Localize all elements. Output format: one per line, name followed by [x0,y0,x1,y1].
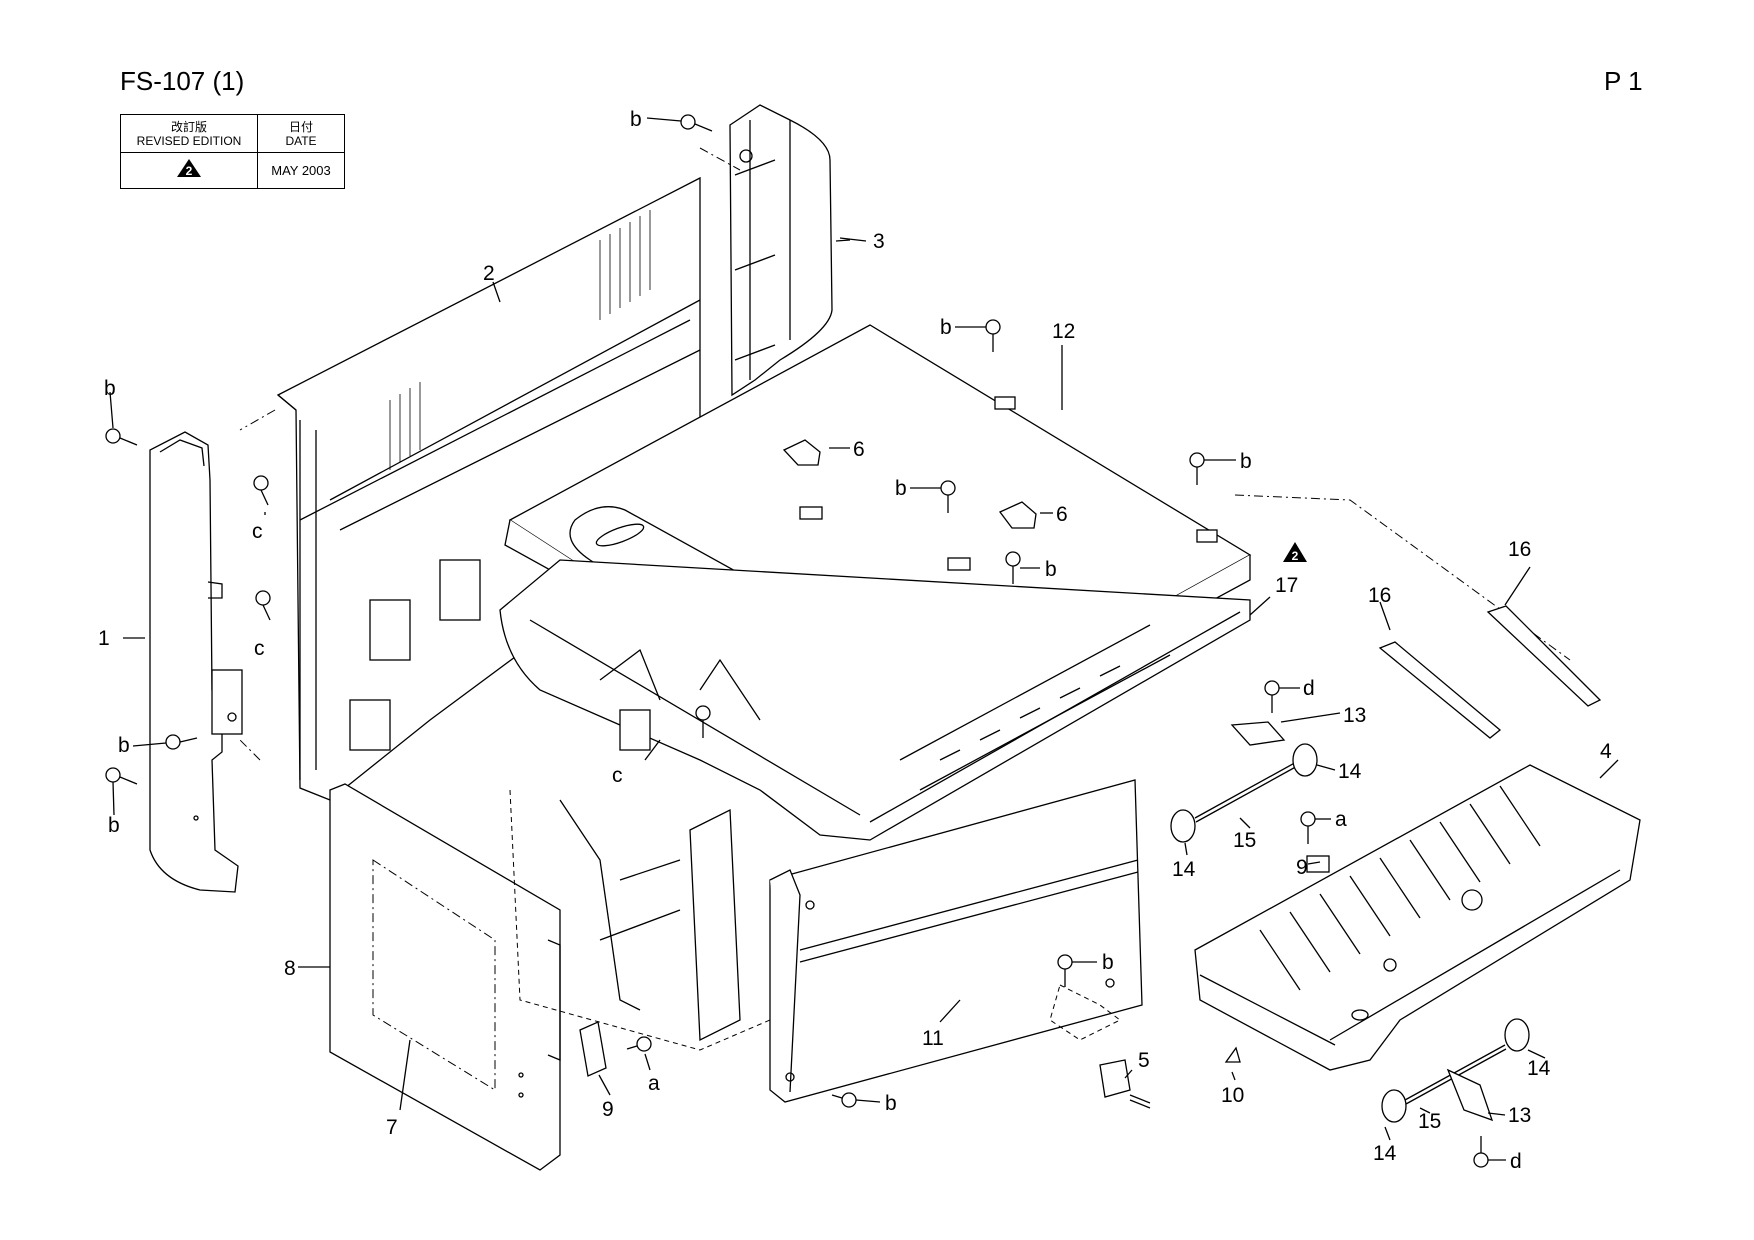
revised-edition-jp: 改訂版 [170,119,207,134]
part-9-sensor [579,855,1330,1077]
part-4-exit-tray [1194,764,1641,1071]
callout-9: 9 [602,1098,614,1121]
callout-b: b [104,377,116,400]
svg-text:2: 2 [1292,549,1299,563]
revision-triangle-icon: 2 [177,159,201,178]
callout-c: c [612,764,623,787]
callout-b: b [108,814,120,837]
revision-marker-icon: 2 [1283,542,1307,563]
revised-edition-en: REVISED EDITION [136,133,242,148]
screws [105,114,1489,1168]
callout-16: 16 [1508,538,1531,561]
callout-6: 6 [853,438,865,461]
callout-14: 14 [1338,760,1362,783]
callout-3: 3 [873,230,885,253]
callout-1: 1 [98,627,110,650]
callout-13: 13 [1508,1104,1531,1127]
callout-14: 14 [1527,1057,1551,1080]
callout-15: 15 [1233,829,1256,852]
callout-9: 9 [1296,856,1308,879]
screw-b-icon [985,319,1001,352]
callout-12: 12 [1052,320,1075,343]
callout-7: 7 [386,1116,398,1139]
callout-b: b [118,734,130,757]
callout-b: b [885,1092,897,1115]
callout-16: 16 [1368,584,1391,607]
screw-c-icon [695,705,711,738]
callout-15: 15 [1418,1110,1441,1133]
part-15-shaft-upper [1170,743,1318,843]
screw-b-icon [680,114,713,132]
callout-labels: b 3 2 b c c 1 b b b 12 6 b 6 b b 17 d 13… [98,108,1612,1173]
callout-8: 8 [284,957,296,980]
part-10-foot [1224,1046,1241,1063]
page-number: P 1 [1604,66,1643,96]
callout-b: b [1102,951,1114,974]
internal-frame [509,789,771,1051]
part-6-clips [782,439,1037,529]
callout-14: 14 [1172,858,1196,881]
part-17-lower-tray [499,494,1571,841]
revision-table: 改訂版 REVISED EDITION 日付 DATE 2 MAY 2003 [120,114,345,189]
screw-a-icon [1300,811,1316,844]
part-2-rear-frame [239,176,701,801]
page-title: FS-107 (1) [120,66,245,96]
callout-c: c [252,520,263,543]
date-en: DATE [285,133,317,148]
callout-b: b [940,316,952,339]
screw-b-icon [831,1092,857,1108]
screw-b-icon [1189,452,1205,485]
callout-b: b [630,108,642,131]
callout-c: c [254,637,265,660]
revised-edition-header: 改訂版 REVISED EDITION [120,114,258,153]
callout-5: 5 [1138,1049,1150,1072]
revision-date: MAY 2003 [257,152,345,189]
screw-b-icon [165,734,198,750]
part-13-bracket [1230,721,1494,1122]
leader-lines [109,117,1619,1161]
callout-11: 11 [922,1027,944,1050]
screw-a-icon [626,1036,652,1052]
callout-14: 14 [1373,1142,1397,1165]
screw-c-icon [255,590,271,621]
part-15-shaft-lower [1381,1018,1530,1123]
callout-d: d [1510,1150,1522,1173]
callout-d: d [1303,677,1315,700]
screw-b-icon [105,767,138,785]
part-3-side-panel [699,104,833,397]
screw-c-icon [253,475,269,506]
part-1-left-cover [149,431,243,893]
part-16-guides [1378,605,1602,739]
callout-b: b [895,477,907,500]
screw-b-icon [105,428,138,446]
callout-4: 4 [1600,740,1612,763]
screw-b-icon [1005,551,1021,584]
svg-text:2: 2 [186,164,193,178]
callout-a: a [648,1072,660,1095]
date-header: 日付 DATE [257,114,345,153]
screw-d-icon [1473,1136,1489,1168]
callout-b: b [1045,558,1057,581]
revision-mark-cell: 2 [120,152,258,189]
part-11-front-panel [769,779,1143,1103]
callout-b: b [1240,450,1252,473]
part-8-front-door [329,783,561,1171]
callout-17: 17 [1275,574,1298,597]
callout-2: 2 [483,262,495,285]
callout-a: a [1335,808,1347,831]
part-5-switch [1049,984,1151,1109]
screw-d-icon [1264,680,1280,713]
callout-6: 6 [1056,503,1068,526]
date-jp: 日付 [288,119,313,134]
callout-10: 10 [1221,1084,1244,1107]
callout-13: 13 [1343,704,1366,727]
